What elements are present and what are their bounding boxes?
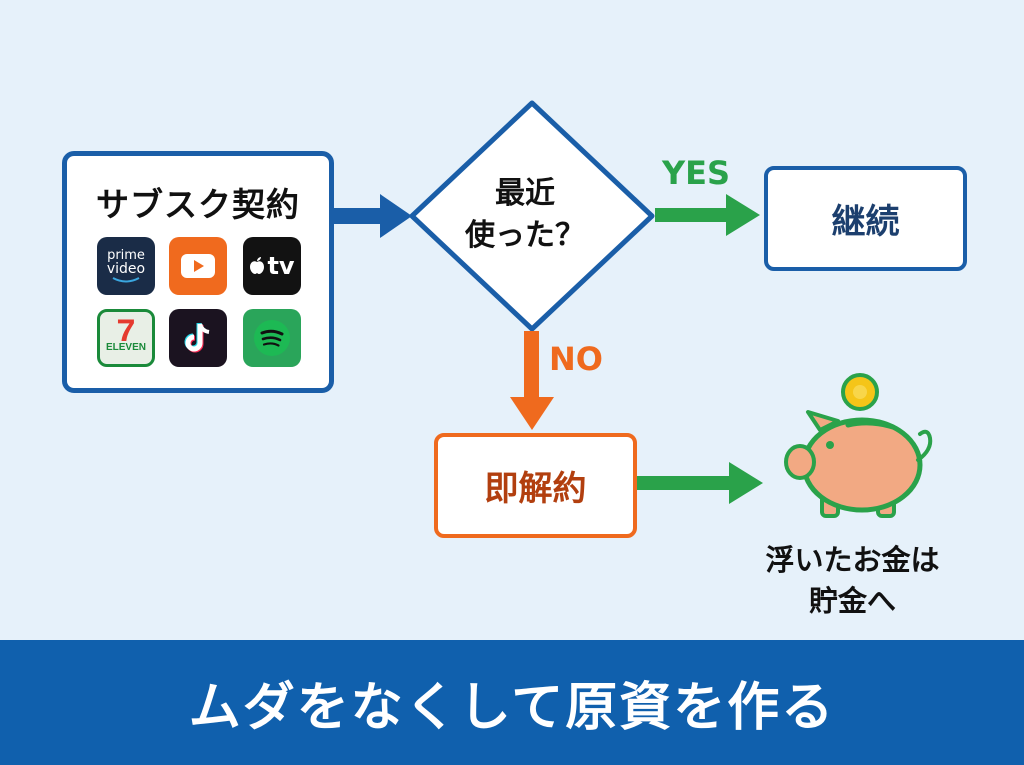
savings-caption: 浮いたお金は 貯金へ [740, 540, 965, 622]
prime-video-line2: video [106, 260, 146, 277]
apple-tv-label: tv [267, 252, 295, 280]
savings-arrow [633, 462, 763, 504]
decision-line2: 使った？ [465, 218, 585, 253]
seven-eleven-icon: 7 ELEVEN [97, 309, 155, 367]
subscription-box: サブスク契約 prime video tv 7 ELEVEN [62, 151, 334, 393]
subscription-title: サブスク契約 [96, 185, 300, 224]
prime-video-line1: prime [107, 247, 145, 263]
savings-line2: 貯金へ [808, 584, 896, 618]
decision-question: 最近 使った？ [450, 173, 600, 257]
tiktok-icon [169, 309, 227, 367]
decision-line1: 最近 [495, 176, 555, 211]
youtube-icon [169, 237, 227, 295]
piggy-bank-icon [784, 373, 933, 518]
cancel-box: 即解約 [434, 433, 637, 538]
cancel-label: 即解約 [484, 469, 587, 509]
continue-box: 継続 [764, 166, 967, 271]
no-label: NO [549, 340, 603, 378]
bottom-banner: ムダをなくして原資を作る [0, 640, 1024, 765]
banner-text: ムダをなくして原資を作る [188, 678, 836, 738]
apple-tv-icon: tv [243, 237, 301, 295]
yes-label: YES [662, 154, 731, 192]
yes-arrow [655, 194, 760, 236]
arrow-to-decision [329, 194, 412, 238]
continue-label: 継続 [831, 202, 900, 242]
seven-eleven-label: ELEVEN [106, 342, 146, 353]
decision-diamond [409, 100, 655, 332]
spotify-icon [243, 309, 301, 367]
savings-line1: 浮いたお金は [765, 543, 940, 577]
no-arrow [510, 331, 554, 430]
prime-video-icon: prime video [97, 237, 155, 295]
flow-graphics [329, 100, 933, 518]
